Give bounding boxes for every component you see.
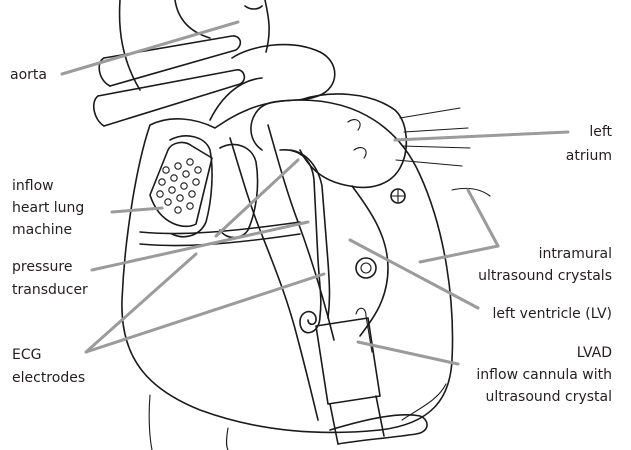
label-ecg-2: electrodes <box>12 370 85 386</box>
top-vessel-right <box>265 0 269 52</box>
lv-inner-wall <box>352 186 388 336</box>
leader-lv <box>350 240 478 308</box>
aorta-tube-lower-end <box>94 96 104 126</box>
atrium-cusp-1 <box>348 120 360 130</box>
ultrasound-crystal-lower <box>356 258 376 278</box>
label-lvad-1: LVAD <box>577 345 612 361</box>
label-inflow-2: heart lung <box>12 200 84 216</box>
aorta-tube-lower <box>98 70 244 126</box>
label-left-atrium-2: atrium <box>566 148 612 164</box>
leader-pressure-a <box>92 222 308 270</box>
great-vessel-inner <box>210 78 262 120</box>
label-intramural-2: ultrasound crystals <box>478 268 612 284</box>
leader-intramural-a <box>468 190 498 246</box>
label-lvad-2: inflow cannula with <box>476 367 612 383</box>
label-pressure-2: transducer <box>12 282 88 298</box>
chamber-floor-lower <box>140 234 300 246</box>
valve-lobe-right <box>220 144 258 237</box>
lower-contour-2 <box>227 428 229 450</box>
label-intramural-1: intramural <box>539 246 612 262</box>
leader-aorta <box>62 22 238 74</box>
label-inflow-3: machine <box>12 222 72 238</box>
atrium-cusp-2 <box>354 148 366 158</box>
label-inflow-1: inflow <box>12 178 54 194</box>
septum-right <box>268 125 334 340</box>
top-vessel-bulge <box>245 6 262 9</box>
leader-inflow <box>112 208 162 212</box>
labels: aorta left atrium inflow heart lung mach… <box>10 67 612 405</box>
top-vessel-left <box>120 0 140 90</box>
label-ecg-1: ECG <box>12 347 41 363</box>
leader-left-atrium <box>395 132 568 140</box>
left-atrium-wall <box>300 94 406 187</box>
label-left-atrium-1: left <box>589 124 612 140</box>
label-lvad-3: ultrasound crystal <box>485 389 612 405</box>
ultrasound-crystal-upper <box>391 189 405 203</box>
leader-intramural-b <box>420 246 498 262</box>
cannula-perforations <box>157 159 201 213</box>
lower-contour <box>149 395 152 450</box>
great-vessel-arch <box>232 45 335 150</box>
label-left-ventricle: left ventricle (LV) <box>493 306 612 322</box>
label-aorta: aorta <box>10 67 47 83</box>
label-pressure-1: pressure <box>12 259 72 275</box>
aorta-tube-upper <box>104 36 240 86</box>
inflow-cannula <box>150 143 212 227</box>
